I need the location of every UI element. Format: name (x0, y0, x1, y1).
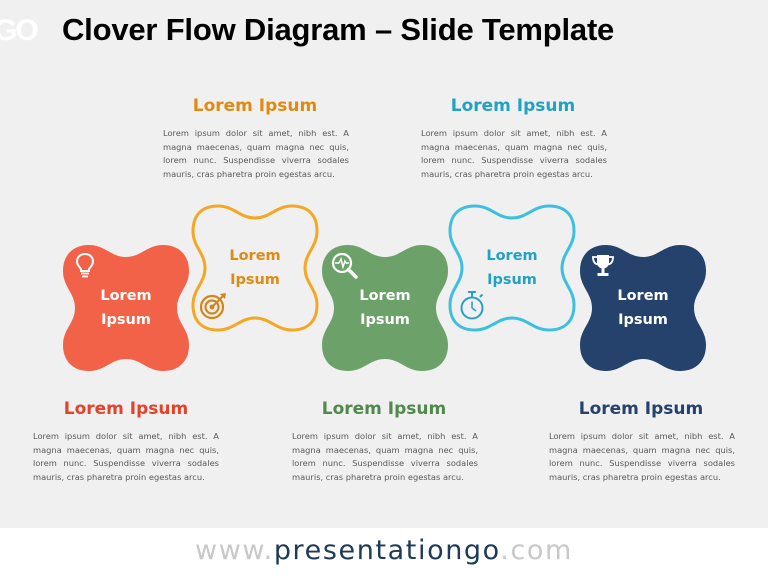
step-1-heading: Lorem Ipsum (63, 399, 189, 419)
step-5-shape-label-line-2: Ipsum (618, 312, 668, 328)
magnifier-pulse-icon (331, 252, 358, 279)
clover-fill (63, 245, 189, 371)
clover-shape-step-5: Lorem Ipsum (578, 243, 708, 373)
url-prefix: www. (195, 535, 274, 566)
clover-shape-step-2: Lorem Ipsum (190, 203, 320, 333)
stopwatch-icon (460, 291, 484, 320)
slide-title: Clover Flow Diagram – Slide Template (62, 12, 615, 47)
website-link[interactable]: www.presentationgo.com (0, 535, 768, 566)
clover-outline (448, 204, 576, 332)
clover-fill (580, 245, 706, 371)
step-3-body: Lorem ipsum dolor sit amet, nibh est. A … (292, 431, 478, 482)
step-2-shape-label-line-2: Ipsum (230, 272, 280, 288)
step-5-heading: Lorem Ipsum (578, 399, 704, 419)
step-2-body: Lorem ipsum dolor sit amet, nibh est. A … (163, 128, 349, 179)
step-3-shape-label-line-1: Lorem (359, 288, 411, 304)
step-4-body: Lorem ipsum dolor sit amet, nibh est. A … (421, 128, 607, 179)
step-4-shape-label-line-2: Ipsum (487, 272, 537, 288)
step-1-body: Lorem ipsum dolor sit amet, nibh est. A … (33, 431, 219, 482)
logo-fragment: GO (0, 14, 39, 47)
url-brand: presentationgo (273, 535, 501, 566)
url-suffix: .com (500, 535, 573, 566)
step-1-shape-label-line-2: Ipsum (101, 312, 151, 328)
step-3-shape-label-line-2: Ipsum (360, 312, 410, 328)
step-1-shape-label-line-1: Lorem (100, 288, 152, 304)
clover-shape-step-4: Lorem Ipsum (447, 203, 577, 333)
footer: www.presentationgo.com (0, 528, 768, 576)
step-5-shape-label-line-1: Lorem (617, 288, 669, 304)
step-4-shape-label-line-1: Lorem (486, 248, 538, 264)
step-4-heading: Lorem Ipsum (450, 96, 576, 116)
trophy-icon (592, 255, 614, 276)
clover-outline (191, 204, 319, 332)
step-5-body: Lorem ipsum dolor sit amet, nibh est. A … (549, 431, 735, 482)
lightbulb-icon (75, 252, 95, 278)
step-3-heading: Lorem Ipsum (321, 399, 447, 419)
clover-shape-step-1: Lorem Ipsum (61, 243, 191, 373)
clover-shape-step-3: Lorem Ipsum (320, 243, 450, 373)
step-2-heading: Lorem Ipsum (192, 96, 318, 116)
step-2-shape-label-line-1: Lorem (229, 248, 281, 264)
target-icon (199, 293, 226, 320)
